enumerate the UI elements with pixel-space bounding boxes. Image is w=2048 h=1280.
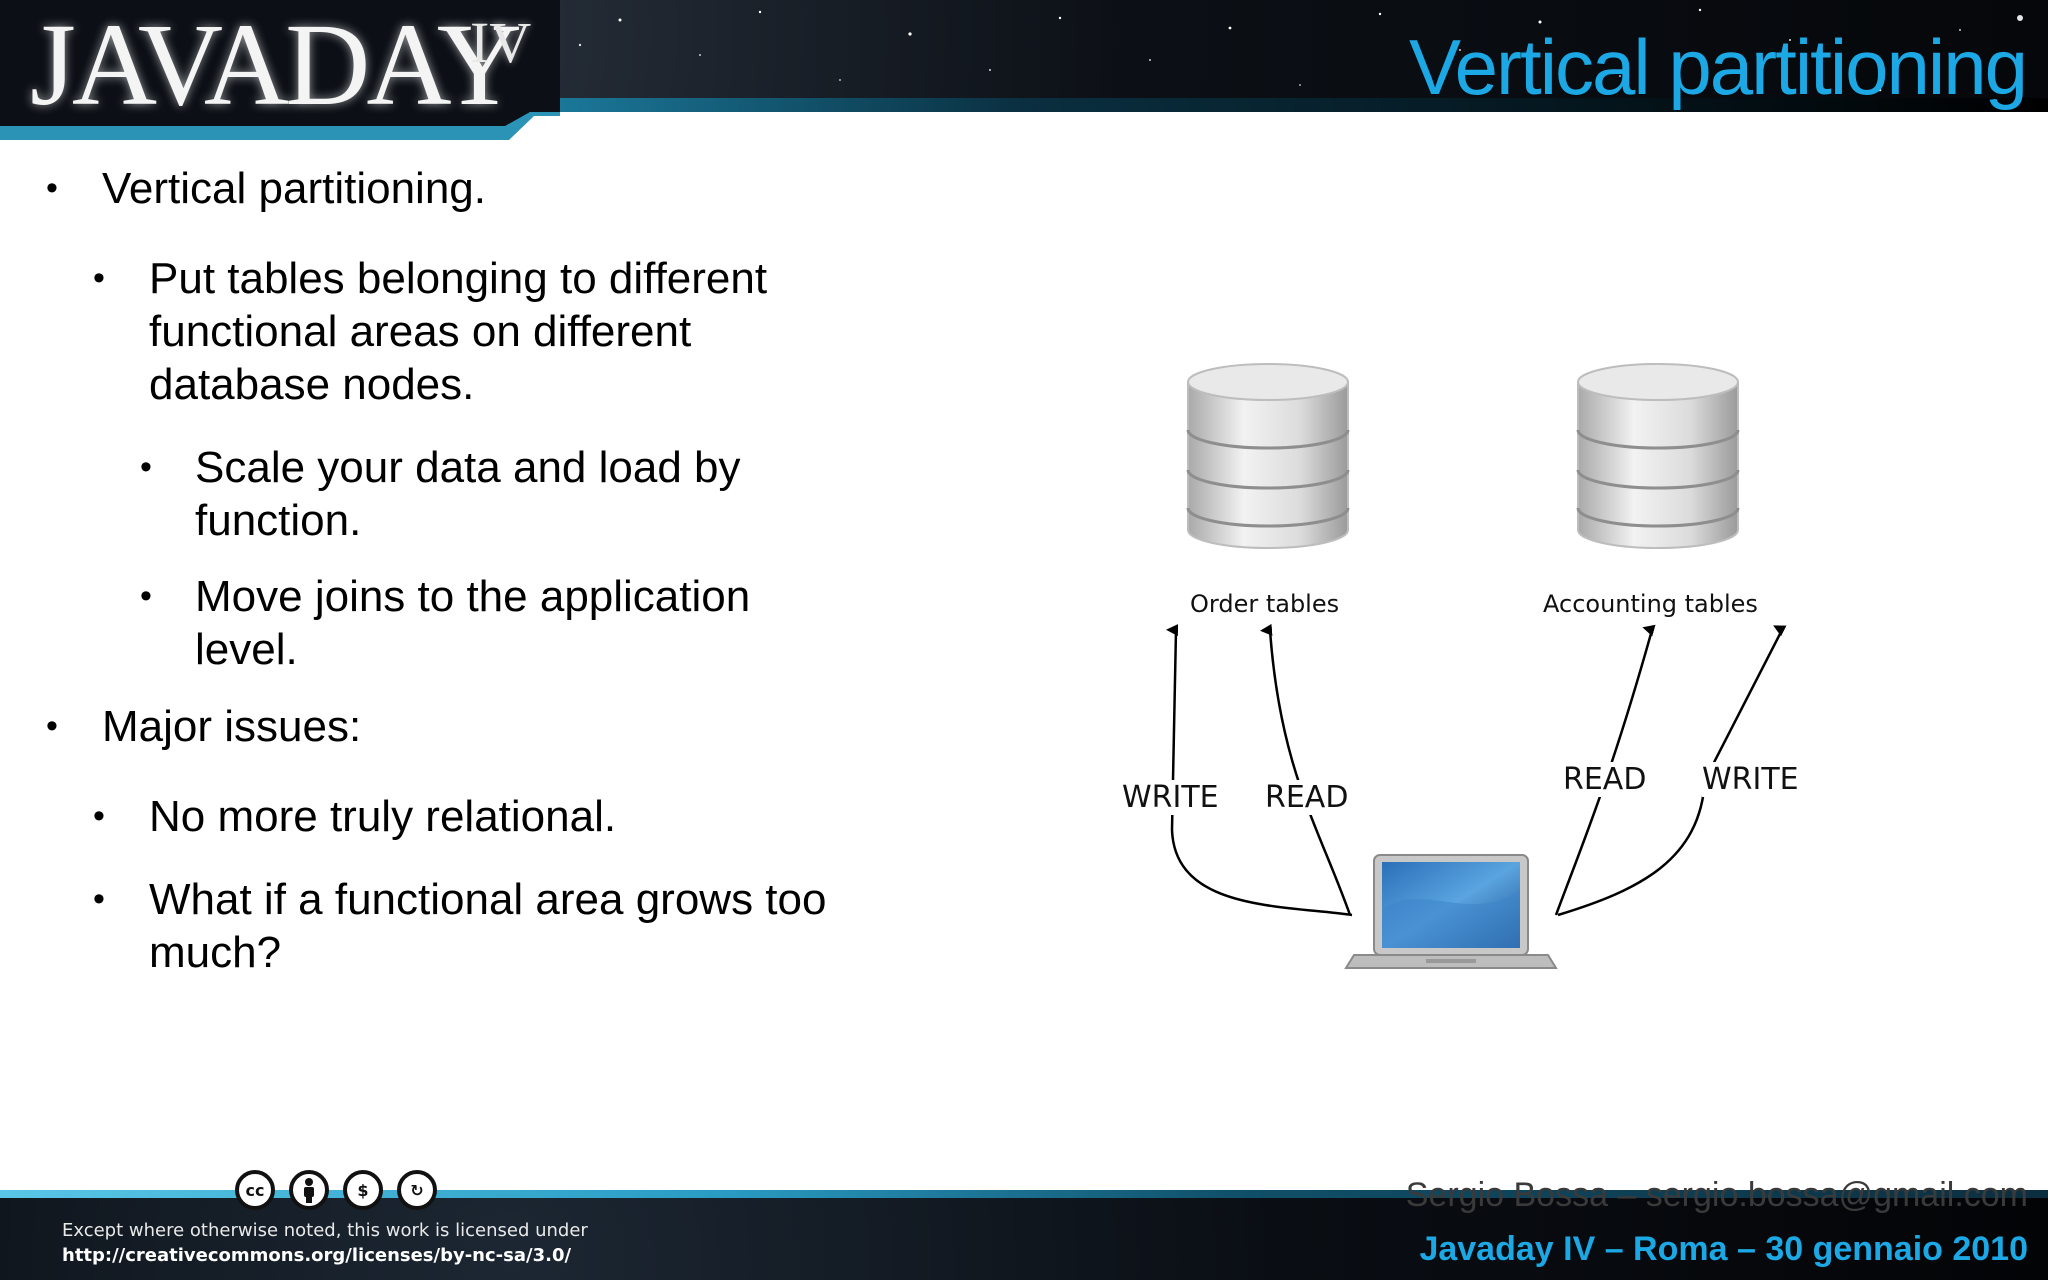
license-url[interactable]: http://creativecommons.org/licenses/by-n… xyxy=(62,1245,572,1266)
bullet-dot: • xyxy=(140,577,152,615)
bullet-dot: • xyxy=(93,259,105,297)
author-contact: Sergio Bossa – sergio.bossa@gmail.com xyxy=(1405,1176,2028,1214)
vertical-partitioning-diagram: Order tables Accounting tables WRITE REA… xyxy=(1080,350,1840,990)
arrow-label-write-right: WRITE xyxy=(1702,762,1799,797)
bullet-text: Major issues: xyxy=(102,702,362,751)
bullet-text: function. xyxy=(195,496,362,545)
bullet-dot: • xyxy=(93,797,105,835)
bullet-text: Scale your data and load by xyxy=(195,443,741,492)
starfield-background xyxy=(539,8,2023,92)
laptop-icon xyxy=(1344,854,1558,969)
cc-icon: cc xyxy=(235,1170,275,1210)
arrow-label-write-left: WRITE xyxy=(1122,780,1219,815)
database-icon xyxy=(1576,363,1740,549)
bullet-dot: • xyxy=(46,707,58,745)
database-icon xyxy=(1186,363,1350,549)
javaday-logo-numeral: IV xyxy=(470,10,532,75)
database-label-accounting: Accounting tables xyxy=(1543,590,1758,618)
bullet-dot: • xyxy=(93,880,105,918)
diagram-graphics xyxy=(1166,363,1787,969)
license-icons: cc $ ↻ xyxy=(235,1170,437,1210)
logo-backing-shape xyxy=(0,0,560,140)
arrow-label-read-left: READ xyxy=(1265,780,1349,815)
footer-background xyxy=(0,1194,2048,1280)
license-text: Except where otherwise noted, this work … xyxy=(62,1220,588,1241)
by-attribution-icon xyxy=(289,1170,329,1210)
arrow-label-read-right: READ xyxy=(1563,762,1647,797)
bullet-text: Put tables belonging to different xyxy=(149,254,768,303)
bullet-text: level. xyxy=(195,625,298,674)
slide-title: Vertical partitioning xyxy=(1408,23,2028,111)
event-info: Javaday IV – Roma – 30 gennaio 2010 xyxy=(1419,1230,2028,1268)
bullet-text: much? xyxy=(149,928,282,977)
bullet-text: functional areas on different xyxy=(149,307,692,356)
bullet-dot: • xyxy=(46,169,58,207)
bullet-dot: • xyxy=(140,448,152,486)
bullet-text: Vertical partitioning. xyxy=(102,164,486,213)
bullet-text: No more truly relational. xyxy=(149,792,617,841)
share-alike-icon: ↻ xyxy=(397,1170,437,1210)
footer-glow-strip xyxy=(0,1190,2048,1198)
bullet-text: database nodes. xyxy=(149,360,475,409)
database-label-order: Order tables xyxy=(1190,590,1340,618)
javaday-logo: JAVADAY xyxy=(30,0,522,130)
noncommercial-icon: $ xyxy=(343,1170,383,1210)
slide-footer: cc $ ↻ Except where otherwise noted, thi… xyxy=(0,1150,2048,1280)
bullet-text: What if a functional area grows too xyxy=(149,875,827,924)
bullet-text: Move joins to the application xyxy=(195,572,751,621)
